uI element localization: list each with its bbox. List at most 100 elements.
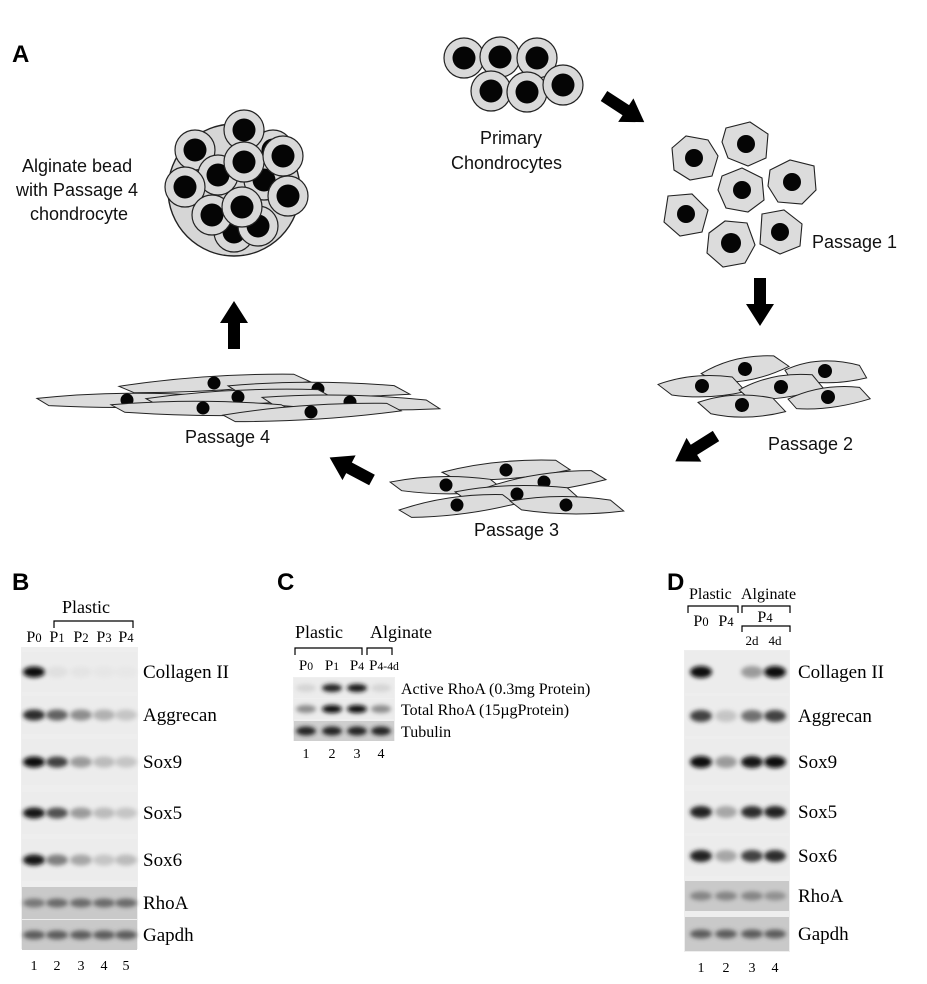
panel-b-band — [70, 930, 92, 940]
panel-b-band — [70, 807, 92, 819]
primary-cell — [542, 64, 584, 106]
panel-b-band — [115, 807, 137, 819]
panel-d-lane-number: 1 — [698, 961, 705, 976]
panel-d-lane-header: P4 — [718, 613, 734, 630]
panel-b-row-label: Sox5 — [143, 803, 182, 824]
panel-b-lane-header: P3 — [96, 629, 111, 646]
panel-b-lane-header: P2 — [73, 629, 88, 646]
panel-b-band — [115, 898, 137, 908]
panel-c-band — [347, 684, 367, 692]
panel-b-band — [93, 930, 115, 940]
panel-b-band — [23, 666, 45, 678]
panel-d-band — [741, 710, 763, 722]
panel-b-band — [46, 898, 68, 908]
panel-c-lane-number: 1 — [303, 747, 310, 762]
arrow-primary-to-p1 — [596, 84, 652, 134]
panel-b-group-bracket — [53, 620, 134, 628]
primary-cell — [479, 36, 521, 78]
passage4-label: Passage 4 — [185, 427, 270, 447]
panel-b-row-label: Sox9 — [143, 752, 182, 773]
panel-d-band — [764, 891, 786, 901]
panel-b-band — [93, 807, 115, 819]
panel-c-row-label: Tubulin — [401, 724, 451, 741]
panel-c-letter: C — [277, 569, 294, 596]
panel-d-band — [690, 929, 712, 939]
panel-b-lane-header: P0 — [26, 629, 41, 646]
panel-c-blot-strip — [294, 721, 394, 741]
panel-d-band — [764, 666, 786, 678]
panel-c-lane-number: 2 — [329, 747, 336, 762]
panel-a: A Primary Chondrocytes Passage 1 — [12, 36, 897, 540]
passage1-cluster — [663, 121, 817, 268]
alginate-label-line1: Alginate bead — [22, 156, 132, 176]
panel-d-row-label: Aggrecan — [798, 706, 872, 727]
panel-b-band — [115, 756, 137, 768]
primary-label-line2: Chondrocytes — [451, 153, 562, 173]
panel-b-band — [46, 666, 68, 678]
panel-c-band — [371, 726, 391, 736]
panel-b-band — [93, 756, 115, 768]
panel-d-band — [715, 710, 737, 722]
panel-c-bracket-alginate — [366, 647, 393, 655]
panel-c-lane-header: P0 — [299, 658, 313, 674]
panel-b-band — [115, 666, 137, 678]
panel-d-band — [741, 850, 763, 862]
primary-cell — [506, 71, 548, 113]
panel-d-band — [715, 850, 737, 862]
panel-b-band — [46, 756, 68, 768]
panel-c-lane-header: P4-4d — [369, 658, 399, 674]
panel-b-band — [93, 666, 115, 678]
panel-d-lane-number: 4 — [772, 961, 779, 976]
panel-d-band — [690, 891, 712, 901]
panel-c-blot-strip — [294, 678, 394, 698]
panel-d-row-label: Sox5 — [798, 802, 837, 823]
panel-c-band — [322, 726, 342, 736]
panel-d-band — [690, 806, 712, 818]
panel-d-bracket-alginate — [741, 605, 791, 613]
panel-c-row-label: Total RhoA (15µgProtein) — [401, 702, 569, 719]
panel-d-band — [690, 756, 712, 768]
panel-b-band — [93, 898, 115, 908]
primary-chondrocytes-cluster — [443, 36, 584, 113]
panel-c-band — [347, 705, 367, 713]
primary-cell — [443, 37, 485, 79]
panel-b-band — [23, 756, 45, 768]
arrow-p1-to-p2 — [746, 278, 774, 326]
alginate-label-line3: chondrocyte — [30, 204, 128, 224]
passage3-cluster — [388, 459, 625, 518]
panel-c-lane-header: P1 — [325, 658, 339, 674]
panel-c-row-labels: Active RhoA (0.3mg Protein)Total RhoA (1… — [401, 681, 590, 741]
panel-b-band — [46, 854, 68, 866]
alginate-label-line2: with Passage 4 — [15, 180, 138, 200]
panel-b-band — [23, 709, 45, 721]
panel-d-lane-number: 3 — [749, 961, 756, 976]
panel-b-band — [70, 854, 92, 866]
panel-b-band — [23, 898, 45, 908]
panel-b-row-label: RhoA — [143, 893, 189, 914]
panel-d-band — [764, 929, 786, 939]
panel-c-blot-strip — [294, 699, 394, 719]
panel-d-blots — [685, 651, 789, 951]
panel-d-band — [715, 806, 737, 818]
panel-d-band — [764, 756, 786, 768]
panel-b-lane-number: 1 — [31, 959, 38, 974]
panel-d-lane-number: 2 — [723, 961, 730, 976]
passage2-cluster — [657, 355, 872, 418]
passage4-cluster — [35, 373, 442, 423]
arrow-p2-to-p3 — [667, 424, 724, 474]
passage3-label: Passage 3 — [474, 520, 559, 540]
panel-b-row-label: Aggrecan — [143, 705, 217, 726]
panel-d-band — [715, 891, 737, 901]
panel-b-band — [115, 930, 137, 940]
panel-b-band — [70, 709, 92, 721]
passage1-label: Passage 1 — [812, 232, 897, 252]
